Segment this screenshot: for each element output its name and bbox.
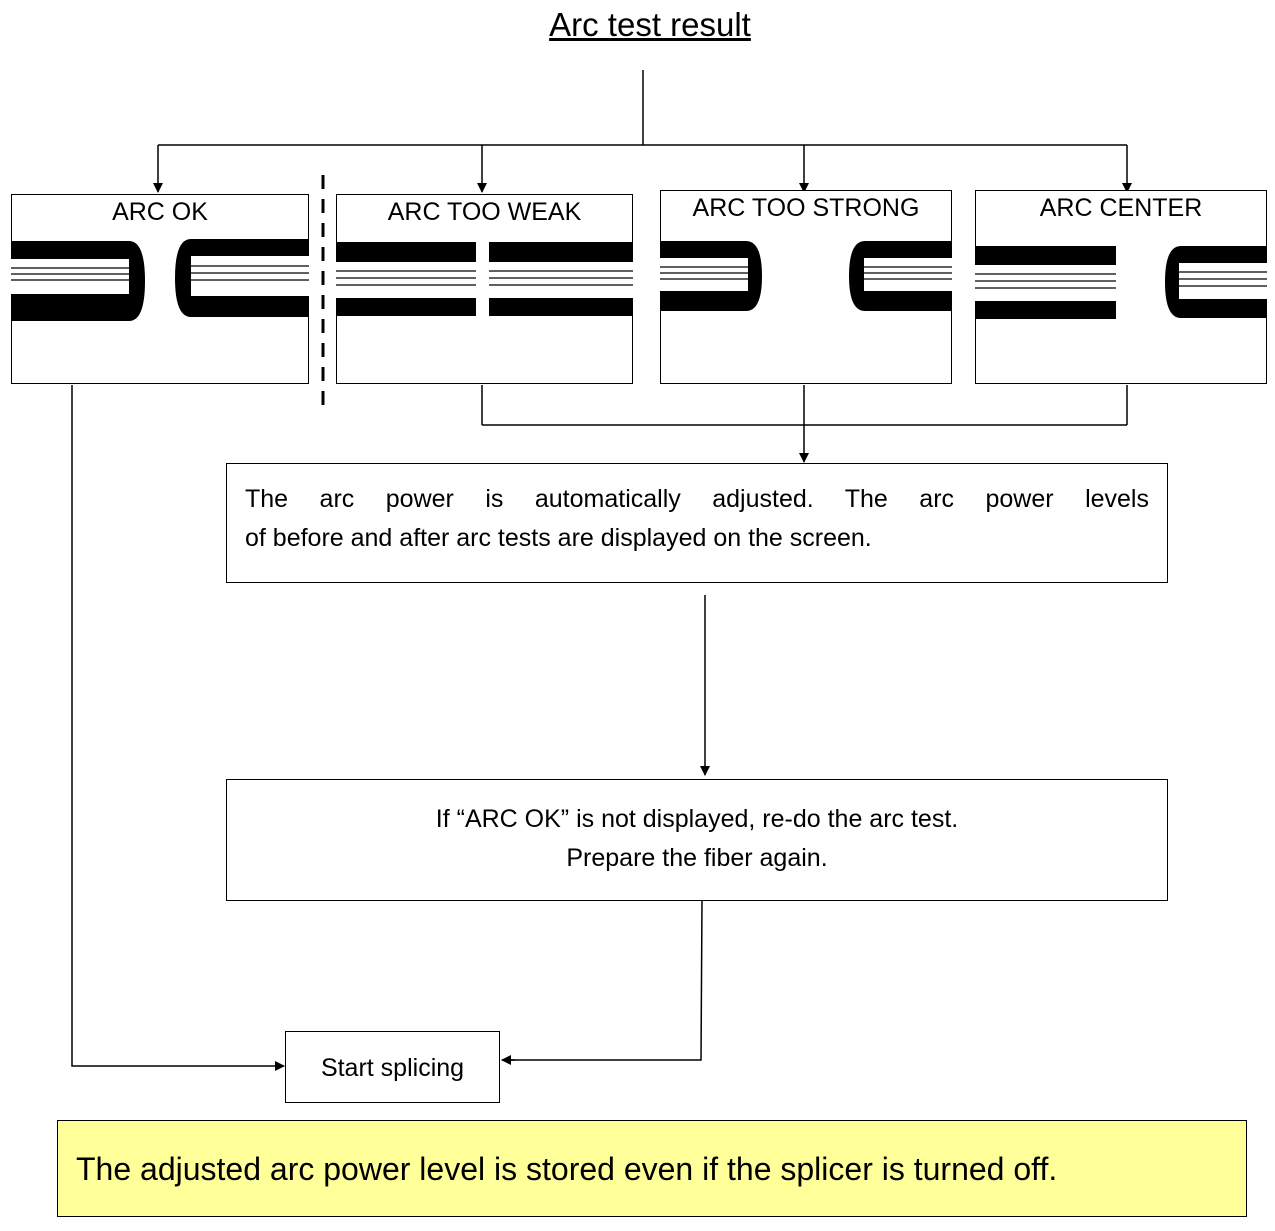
note-box: The adjusted arc power level is stored e… bbox=[57, 1120, 1247, 1217]
panel-arc-ok: ARC OK bbox=[11, 194, 309, 384]
redo-to-start-line bbox=[503, 899, 703, 1061]
start-splicing-label: Start splicing bbox=[320, 1054, 465, 1082]
auto-adjust-box: The arc power is automatically adjusted.… bbox=[226, 463, 1168, 583]
fiber-image-arc-too-strong bbox=[660, 241, 952, 311]
auto-adjust-line-1: The arc power is automatically adjusted.… bbox=[245, 485, 1149, 513]
arc-ok-to-start-line bbox=[71, 385, 270, 1067]
redo-line-2: Prepare the fiber again. bbox=[566, 844, 828, 872]
fiber-image-arc-too-weak bbox=[336, 242, 633, 316]
panel-arc-center: ARC CENTER bbox=[975, 190, 1267, 384]
panel-label: ARC OK bbox=[112, 198, 208, 226]
note-text: The adjusted arc power level is stored e… bbox=[76, 1151, 1058, 1187]
panel-label: ARC CENTER bbox=[1039, 194, 1203, 222]
panel-arc-too-weak: ARC TOO WEAK bbox=[336, 194, 633, 384]
panel-label: ARC TOO STRONG bbox=[692, 194, 920, 222]
redo-line-1: If “ARC OK” is not displayed, re-do the … bbox=[435, 805, 959, 833]
start-splicing-box: Start splicing bbox=[285, 1031, 500, 1103]
redo-box: If “ARC OK” is not displayed, re-do the … bbox=[226, 779, 1168, 901]
diagram-title: Arc test result bbox=[549, 6, 751, 43]
panel-label: ARC TOO WEAK bbox=[387, 198, 582, 226]
fiber-image-arc-ok bbox=[11, 239, 309, 321]
panel-arc-too-strong: ARC TOO STRONG bbox=[660, 190, 952, 384]
auto-adjust-line-2: of before and after arc tests are displa… bbox=[245, 524, 872, 552]
fiber-image-arc-center bbox=[975, 246, 1267, 319]
